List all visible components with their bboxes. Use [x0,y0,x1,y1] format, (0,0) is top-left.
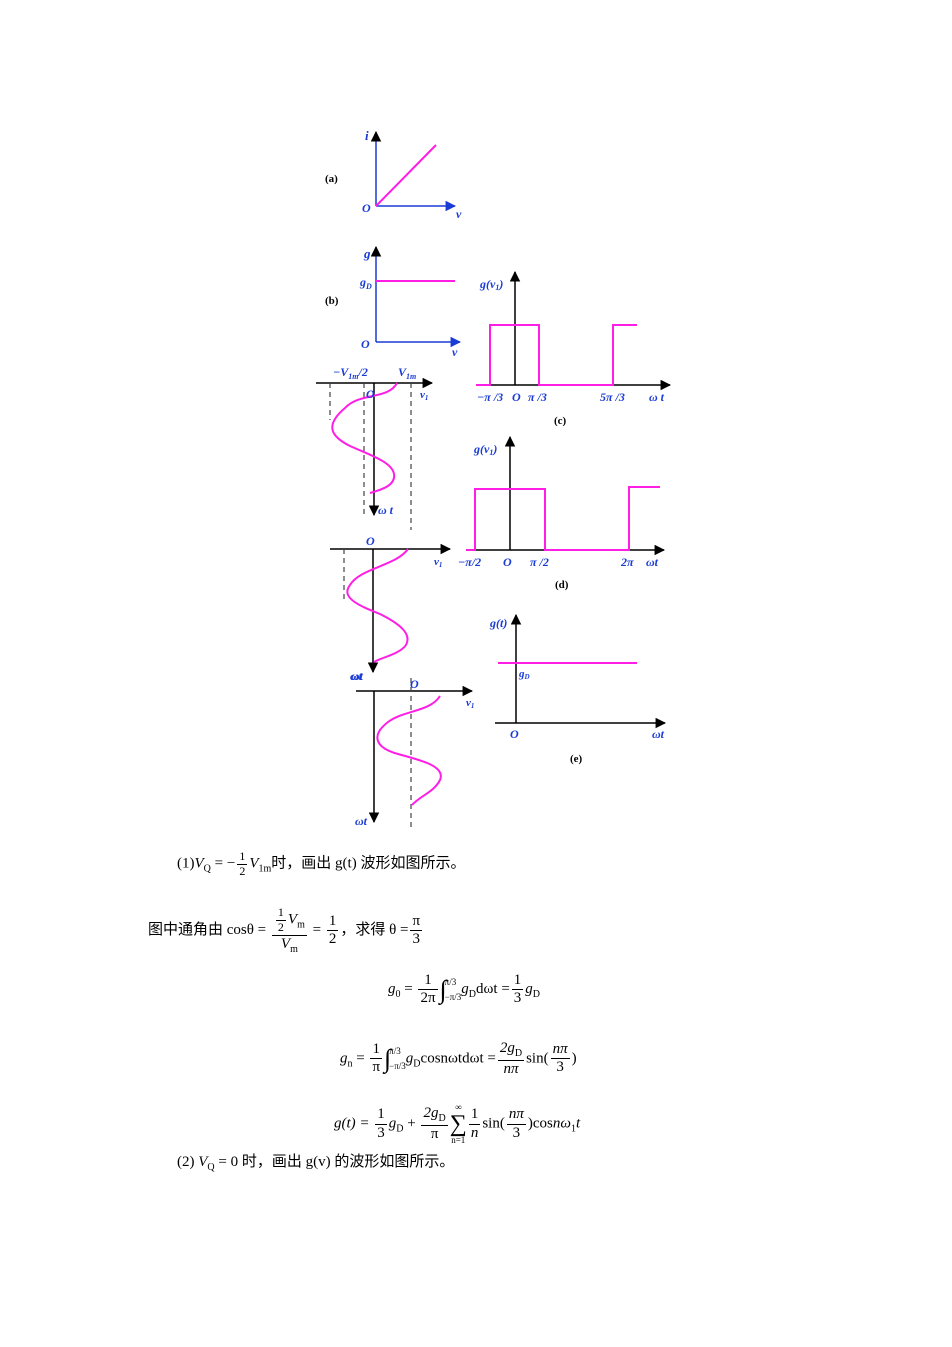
tick-c-3: 5π /3 [600,390,625,404]
pulse-train-d [466,486,660,551]
panel-d: g(v1) −π/2 O π /2 2π ωt (d) O v1 ωt [330,435,666,683]
axis-g-label: g [363,246,371,261]
tick-c-0: −π /3 [477,390,503,404]
origin-b2: O [366,387,375,401]
panel-c: g(v1) −π /3 O π /3 5π /3 ω t (c) [476,270,672,427]
axis-wt-e2: ωt [350,669,363,683]
tick-d-0: −π/2 [458,555,481,569]
tick-neg-half-v1m: −V1m/2 [333,365,368,381]
gD-label-e: gD [518,668,530,681]
panel-e-label: (e) [570,753,583,765]
tick-d-3: 2π [620,555,634,569]
axis-wt-e: ωt [652,727,665,741]
tick-c-1: O [512,390,521,404]
axis-v-b: v [452,345,458,359]
origin-e2: O [410,677,419,691]
panel-c-label: (c) [554,415,567,427]
tick-d-2: π /2 [530,555,549,569]
axis-v1-e: v1 [466,697,474,710]
tick-c-2: π /3 [528,390,547,404]
axis-v1-b: v1 [420,389,428,402]
panel-a-label: (a) [325,173,338,185]
origin-d: O [366,534,375,548]
case2-line: (2) VQ = 0 时，画出 g(v) 的波形如图所示。 [177,1154,455,1173]
axis-wt-b: ω t [378,503,394,517]
axis-wt-d2: ωt [351,669,364,683]
input-sine-e [376,695,442,806]
origin-e: O [510,727,519,741]
axis-v1-d: v1 [434,556,442,569]
waveform-figure: (a) i O v (b) g gD O v −V1m/2 V1m O v1 ω… [316,128,672,828]
panel-d-label: (d) [555,579,569,591]
panel-e: g(t) gD O ωt (e) O v1 ωt ωt [350,613,667,828]
iv-line [375,144,437,207]
origin-b: O [361,337,370,351]
axis-wt-d: ωt [646,555,659,569]
axis-gt-e: g(t) [489,616,507,630]
pulse-train-c [476,324,637,386]
origin-a: O [362,201,371,215]
axis-wt-c: ω t [649,390,665,404]
gD-label-b: gD [359,275,372,291]
input-sine-b [331,382,398,494]
input-sine-d [346,548,409,663]
tick-v1m: V1m [398,365,416,381]
panel-a: (a) i O v [325,128,462,221]
panel-b: (b) g gD O v −V1m/2 V1m O v1 ω t [316,245,462,530]
axis-i-label: i [365,128,369,143]
tick-d-1: O [503,555,512,569]
axis-wt-e3: ωt [355,814,368,828]
axis-g-v1-c: g(v1) [479,277,503,292]
axis-v-label: v [456,207,462,221]
axis-g-v1-d: g(v1) [473,442,497,457]
panel-b-label: (b) [325,295,339,307]
